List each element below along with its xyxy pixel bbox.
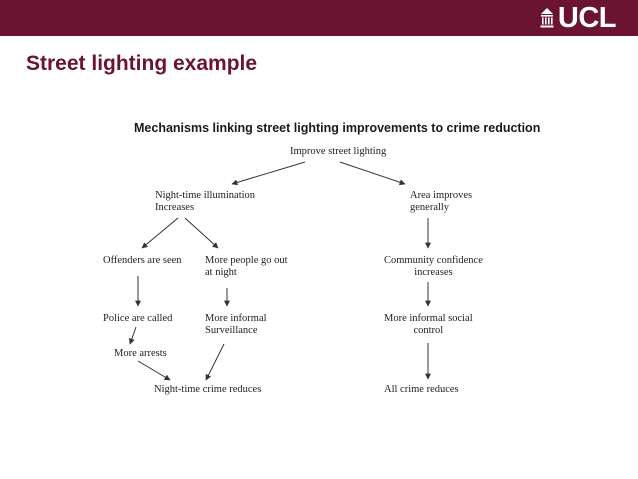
ucl-logo: UCL xyxy=(540,2,617,34)
node-more-people-go-out: More people go out at night xyxy=(205,255,288,278)
edge-improve-area xyxy=(339,161,406,186)
diagram-title: Mechanisms linking street lighting impro… xyxy=(134,121,541,135)
node-offenders-are-seen: Offenders are seen xyxy=(103,255,182,266)
node-community-confidence: Community confidence increases xyxy=(384,255,483,278)
node-all-crime-reduces: All crime reduces xyxy=(384,384,459,395)
node-police-are-called: Police are called xyxy=(103,313,173,324)
logo-text: UCL xyxy=(557,2,617,34)
node-area-improves: Area improves generally xyxy=(410,190,473,213)
node-more-informal-surveillance: More informal Surveillance xyxy=(205,313,267,336)
edge-surveillance-nightcrime xyxy=(205,343,225,381)
edge-illumination-people xyxy=(184,217,219,249)
edge-arrests-nightcrime xyxy=(137,360,171,381)
edge-police-arrests xyxy=(128,326,137,345)
node-night-time-crime-reduces: Night-time crime reduces xyxy=(154,384,262,395)
portico-icon xyxy=(540,8,554,28)
node-improve-street-lighting: Improve street lighting xyxy=(290,146,387,157)
slide-title: Street lighting example xyxy=(26,52,258,75)
node-more-informal-social-control: More informal social control xyxy=(384,313,473,336)
edge-illumination-offenders xyxy=(141,217,179,249)
node-night-time-illumination: Night-time illumination Increases xyxy=(155,190,256,213)
node-more-arrests: More arrests xyxy=(114,348,167,359)
header-bar: UCL xyxy=(0,0,638,36)
edge-improve-illumination xyxy=(231,161,306,186)
